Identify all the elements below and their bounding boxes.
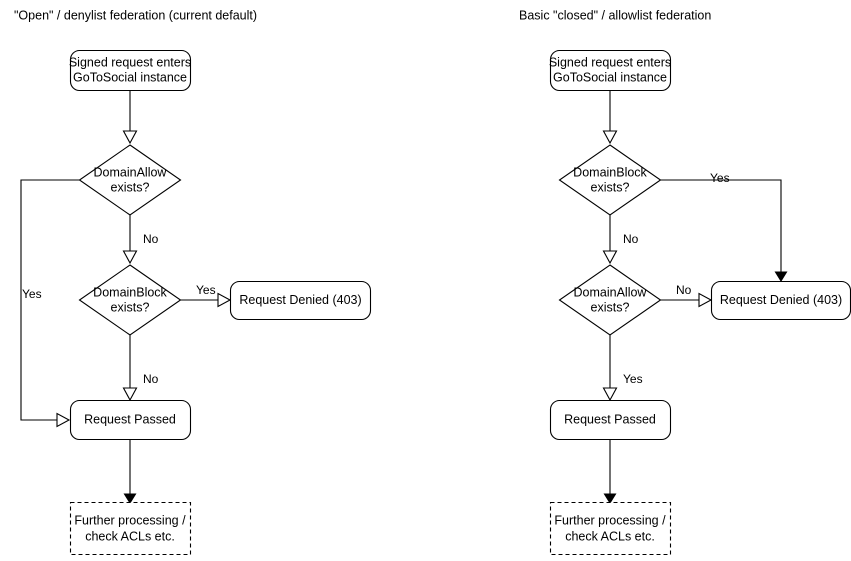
further-processing-line1-left: Further processing / — [74, 513, 186, 527]
edge-domainblock-no-left: No — [122, 335, 159, 402]
node-request-denied-left: Request Denied (403) — [229, 280, 372, 321]
request-denied-box-shape-left — [229, 280, 372, 321]
edge-label-domainallow-no-right: No — [676, 283, 692, 297]
node-entry-right: Signed request enters GoToSocial instanc… — [549, 49, 671, 92]
node-further-processing-right: Further processing / check ACLs etc. — [549, 501, 672, 556]
edge-label-domainblock-no-right: No — [623, 232, 639, 246]
node-entry-left: Signed request enters GoToSocial instanc… — [69, 49, 191, 92]
edge-domainallow-no-right: No — [660, 283, 713, 308]
further-processing-line2-right: check ACLs etc. — [565, 529, 655, 543]
further-processing-box-shape-right — [549, 501, 672, 556]
edge-domainblock-yes-right: Yes — [660, 171, 788, 283]
request-passed-label-right: Request Passed — [564, 412, 656, 426]
further-processing-box-shape-left — [69, 501, 192, 556]
edge-label-domainblock-yes-right: Yes — [710, 171, 730, 185]
entry-box-line2-left: GoToSocial instance — [73, 70, 187, 84]
node-decision-domainblock-left: DomainBlock exists? — [78, 264, 182, 336]
entry-box-line2-right: GoToSocial instance — [553, 70, 667, 84]
edge-passed-to-further-left — [123, 439, 137, 505]
entry-box-line1-right: Signed request enters — [549, 55, 671, 69]
further-processing-line1-right: Further processing / — [554, 513, 666, 527]
edge-label-domainblock-no-left: No — [143, 372, 159, 386]
request-passed-label-left: Request Passed — [84, 412, 176, 426]
column-open-denylist: "Open" / denylist federation (current de… — [14, 8, 372, 556]
domainblock-label-line2-left: exists? — [111, 300, 150, 314]
node-decision-domainallow-left: DomainAllow exists? — [78, 144, 182, 216]
edge-domainblock-yes-left: Yes — [180, 283, 232, 308]
edge-domainblock-no-right: No — [602, 215, 639, 265]
further-processing-line2-left: check ACLs etc. — [85, 529, 175, 543]
edge-domainallow-yes-right: Yes — [602, 335, 643, 402]
edge-passed-to-further-right — [603, 439, 617, 505]
domainallow-label-line2-left: exists? — [111, 180, 150, 194]
node-request-passed-left: Request Passed — [69, 399, 192, 441]
node-request-passed-right: Request Passed — [549, 399, 672, 441]
entry-box-line1-left: Signed request enters — [69, 55, 191, 69]
edge-domainallow-yes-left: Yes — [20, 179, 80, 428]
edge-entry-to-domainblock-right — [602, 90, 618, 145]
column-closed-allowlist: Basic "closed" / allowlist federation Si… — [519, 8, 851, 556]
edge-entry-to-domainallow-left — [122, 90, 138, 145]
edge-label-domainallow-no-left: No — [143, 232, 159, 246]
edge-label-domainallow-yes-right: Yes — [623, 372, 643, 386]
domainblock-label-line1-left: DomainBlock — [93, 285, 167, 299]
domainallow-label-line1-right: DomainAllow — [574, 285, 648, 299]
node-decision-domainblock-right: DomainBlock exists? — [558, 144, 662, 216]
domainallow-label-line1-left: DomainAllow — [94, 165, 168, 179]
node-further-processing-left: Further processing / check ACLs etc. — [69, 501, 192, 556]
node-decision-domainallow-right: DomainAllow exists? — [558, 264, 662, 336]
request-denied-label-left: Request Denied (403) — [239, 293, 361, 307]
domainallow-label-line2-right: exists? — [591, 300, 630, 314]
column-title-closed-allowlist: Basic "closed" / allowlist federation — [519, 8, 711, 22]
edge-label-domainallow-yes-left: Yes — [22, 287, 42, 301]
domainblock-label-line1-right: DomainBlock — [573, 165, 647, 179]
request-denied-label-right: Request Denied (403) — [720, 293, 842, 307]
edge-domainallow-no-left: No — [122, 215, 159, 265]
node-request-denied-right: Request Denied (403) — [710, 280, 851, 321]
edge-label-domainblock-yes-left: Yes — [196, 283, 216, 297]
domainblock-label-line2-right: exists? — [591, 180, 630, 194]
column-title-open-denylist: "Open" / denylist federation (current de… — [14, 8, 257, 22]
